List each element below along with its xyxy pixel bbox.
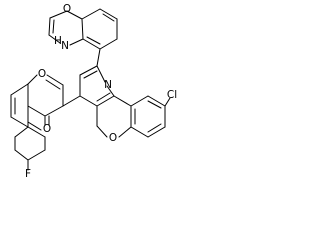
atom-label-o: O [38, 68, 46, 80]
bond [147, 95, 166, 107]
bond [27, 121, 42, 131]
bond [102, 13, 115, 22]
atom-label-o: O [63, 3, 71, 15]
bond [10, 83, 29, 96]
atom-label-h: H [54, 35, 62, 47]
bond [66, 10, 83, 20]
bond [130, 126, 149, 138]
atom-label-layer: H N O N Cl O O F O [25, 3, 177, 180]
bond [164, 97, 171, 107]
atom-label-n: N [61, 40, 69, 52]
bond [113, 95, 132, 107]
bond [49, 10, 68, 19]
bond [147, 126, 166, 138]
bond-layer [10, 8, 171, 171]
bond [86, 36, 101, 45]
bond [44, 105, 64, 117]
atom-label-cl: Cl [167, 89, 177, 101]
bond [46, 74, 64, 86]
molecule-structure: H N O N Cl O O F O [10, 3, 177, 180]
bond [96, 125, 108, 138]
bond [79, 65, 98, 76]
bond [27, 74, 38, 85]
atom-label-f: F [25, 168, 31, 180]
bond [81, 8, 101, 20]
bond [96, 95, 115, 107]
bond [14, 126, 29, 138]
bond [96, 92, 111, 102]
bond [52, 19, 55, 34]
bond [81, 18, 84, 40]
atom-label-o: O [109, 132, 117, 144]
bond [14, 149, 29, 161]
bond [48, 34, 61, 44]
bond [79, 95, 98, 107]
bond [27, 149, 46, 161]
bond [27, 126, 46, 138]
bond [82, 38, 101, 50]
bond [45, 79, 61, 90]
bond [83, 70, 98, 79]
bond [69, 38, 84, 46]
bond [99, 8, 118, 20]
bond [99, 38, 118, 50]
bond [147, 100, 162, 109]
bond [62, 95, 81, 107]
bond [96, 65, 106, 83]
bond [96, 48, 101, 67]
bond [10, 116, 29, 128]
bond [118, 126, 132, 138]
bond [106, 85, 115, 97]
bond [48, 17, 51, 36]
atom-label-n: N [104, 79, 112, 91]
bond [130, 95, 149, 107]
atom-label-o: O [43, 123, 51, 135]
bond [27, 105, 46, 117]
bond [147, 123, 162, 133]
